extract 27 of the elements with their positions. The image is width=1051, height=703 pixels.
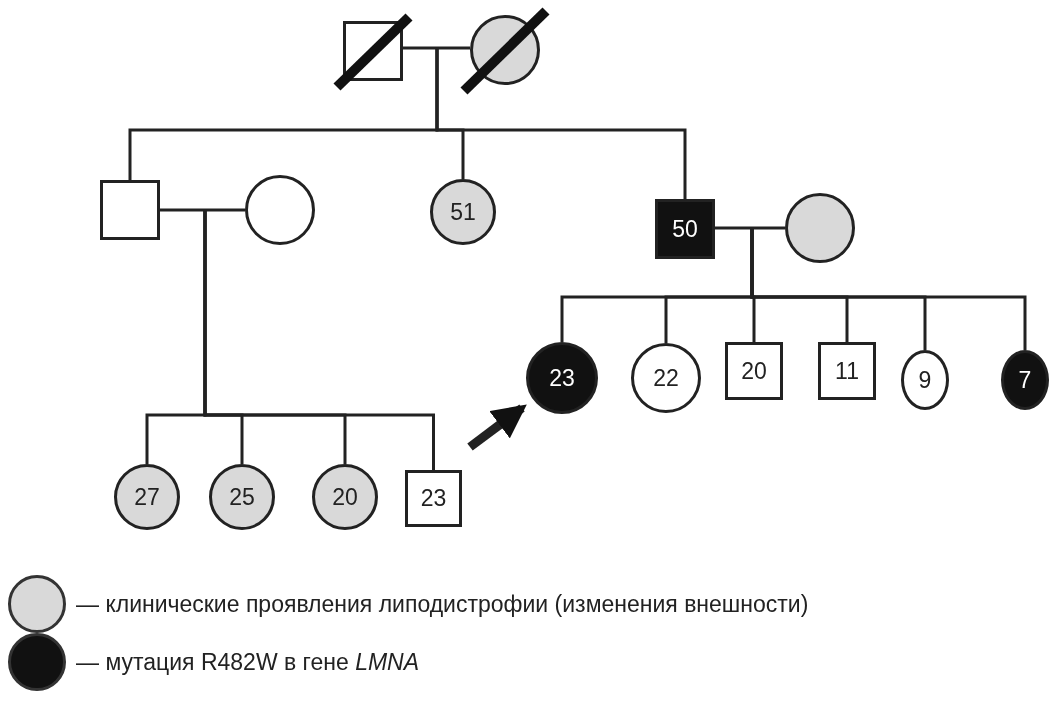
age-label: 7: [1018, 368, 1032, 392]
descent-line: [435, 48, 687, 199]
proband-arrow: [467, 404, 527, 451]
age-label: 20: [741, 359, 767, 383]
age-label: 22: [653, 366, 679, 390]
female-symbol: [1001, 350, 1049, 410]
age-label: 23: [549, 366, 575, 390]
age-label: 27: [134, 485, 160, 509]
age-label: 11: [835, 359, 859, 383]
age-label: 9: [918, 368, 932, 392]
male-symbol: [655, 199, 715, 259]
legend-text: — клинические проявления липодистрофии (изменения внешности): [76, 590, 809, 618]
descent-line: [203, 210, 435, 470]
age-label: 50: [672, 217, 698, 241]
legend-text: — мутация R482W в гене LMNA: [76, 648, 420, 676]
age-label: 23: [420, 487, 447, 510]
female-symbol: [901, 350, 949, 410]
age-label: 51: [450, 200, 476, 224]
age-label: 25: [229, 485, 255, 509]
age-label: 20: [332, 485, 358, 509]
male-symbol: [405, 470, 462, 527]
mating-line: [403, 46, 471, 50]
male-symbol: [725, 342, 783, 400]
mating-line: [715, 226, 785, 230]
mating-line: [160, 208, 245, 212]
male-symbol: [100, 180, 160, 240]
male-symbol: [818, 342, 876, 400]
